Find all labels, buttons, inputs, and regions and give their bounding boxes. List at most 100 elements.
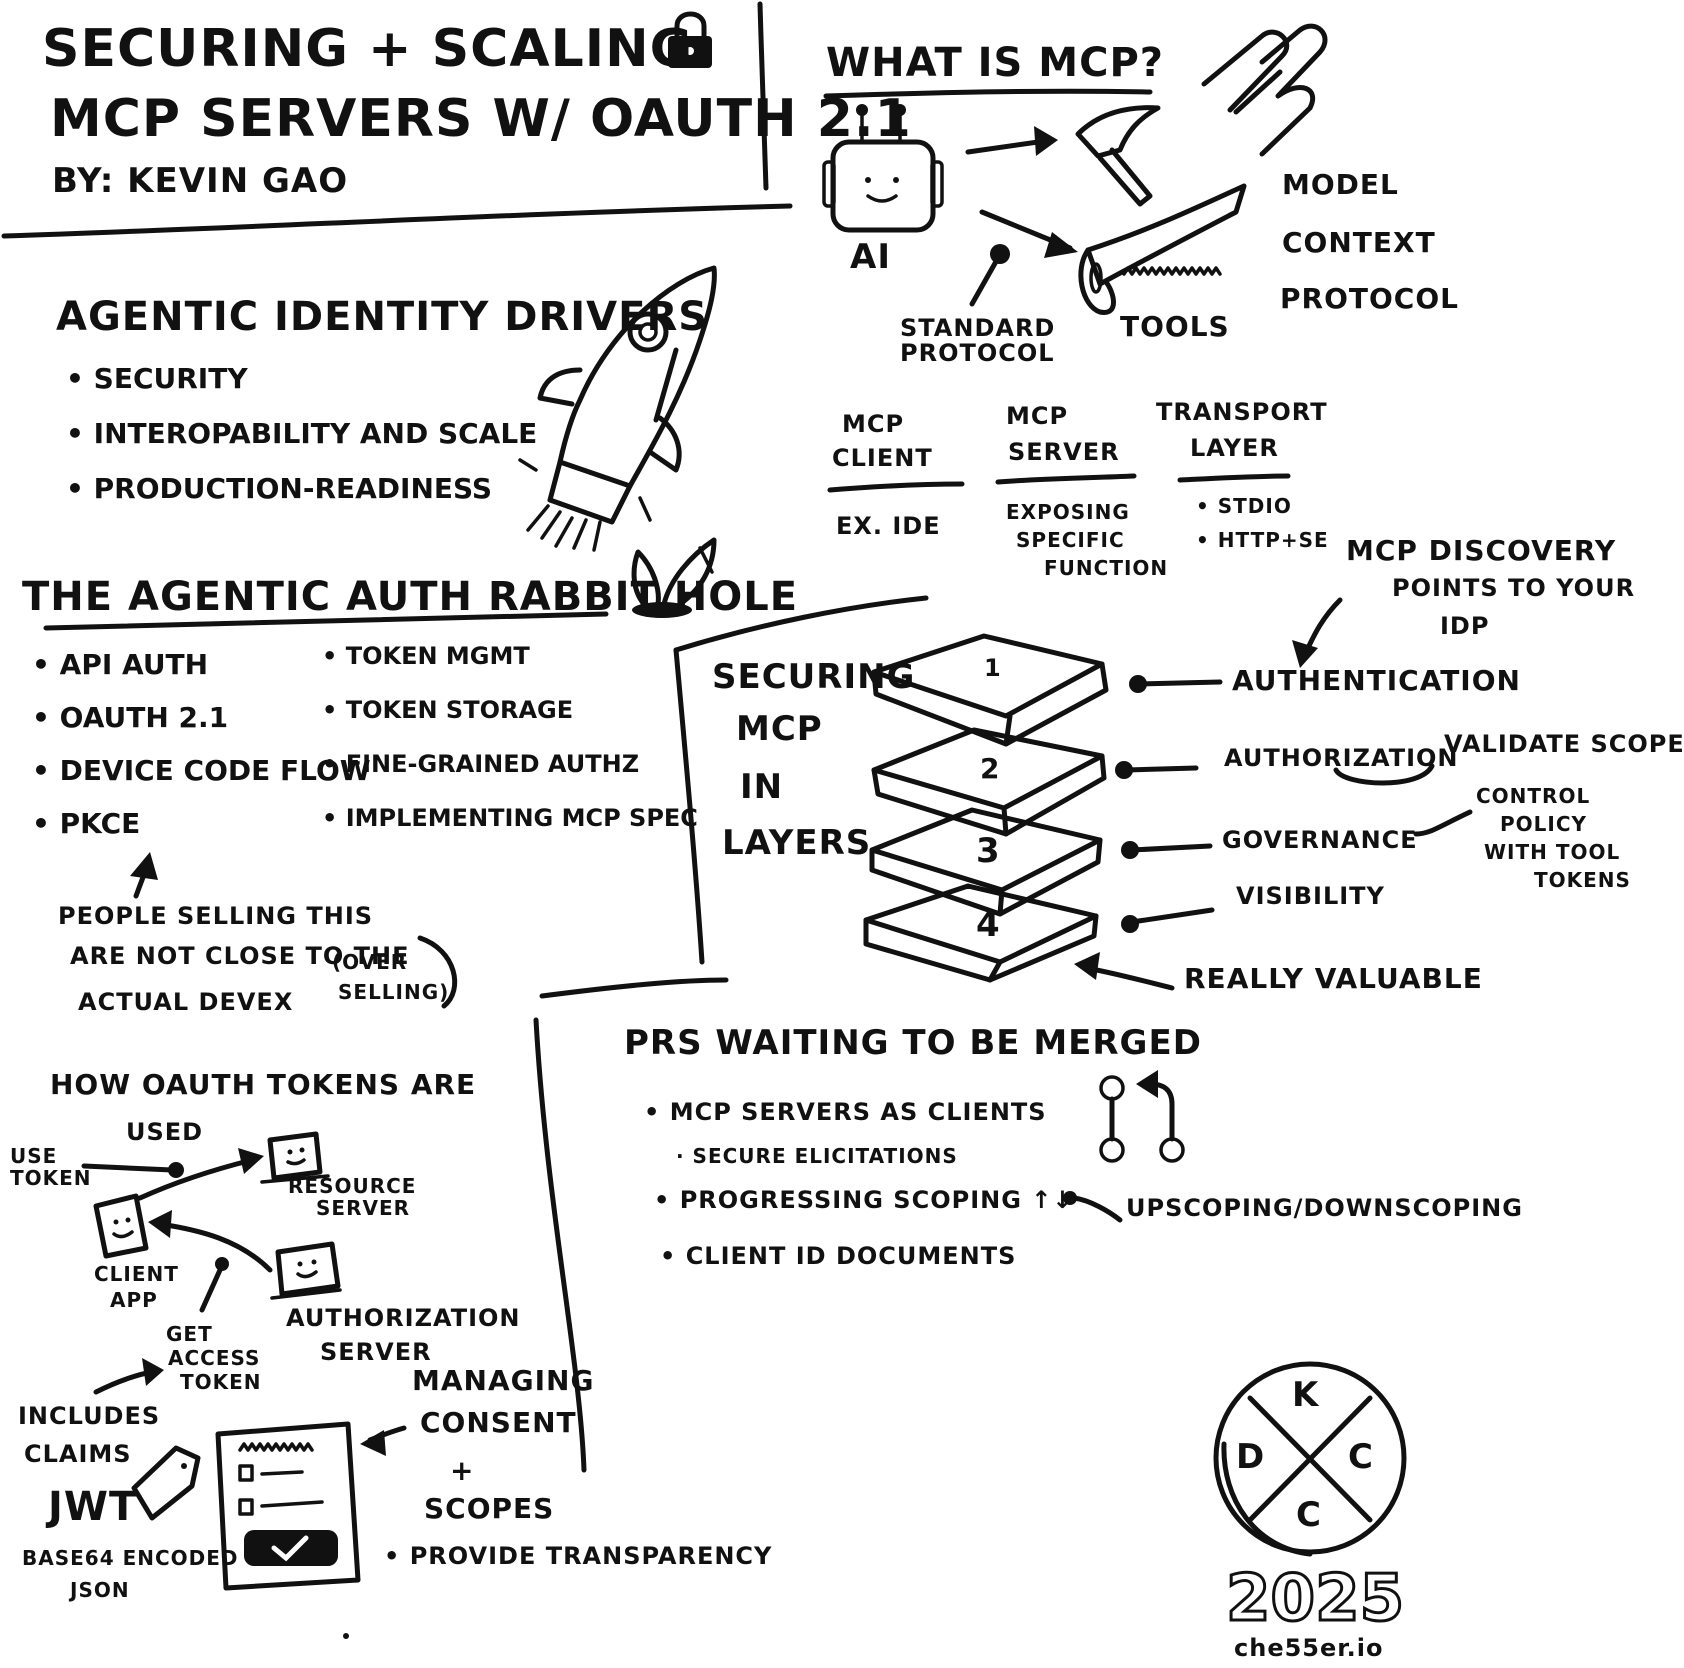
control-policy-connector xyxy=(1413,809,1473,837)
server-column-underline xyxy=(995,473,1137,485)
robot-to-saw-arrow xyxy=(979,209,1078,258)
ai-label: AI xyxy=(850,237,891,277)
discovery-note-3: IdP xyxy=(1440,612,1490,640)
control-policy-4: Tokens xyxy=(1534,868,1631,892)
client-to-resource-arrow xyxy=(137,1148,264,1201)
rabbit-note-line-4: (over xyxy=(332,950,408,974)
transport-title-1: Transport xyxy=(1156,398,1328,426)
title-line-1: Securing + Scaling xyxy=(42,19,694,79)
pr-item-4: • Client ID Documents xyxy=(660,1242,1017,1270)
oauth-heading-2: used xyxy=(126,1118,204,1146)
rabbit-hole-item: Fine-Grained Authz xyxy=(322,750,698,778)
client-app-icon xyxy=(93,1193,149,1259)
transport-title-2: Layer xyxy=(1190,434,1279,462)
pr-item-1: • MCP Servers as Clients xyxy=(644,1098,1047,1126)
pr-item-2: · Secure Elicitations xyxy=(676,1144,958,1168)
control-policy-2: Policy xyxy=(1500,812,1588,836)
badge-site: che55er.io xyxy=(1234,1634,1384,1662)
upscoping-pointer xyxy=(1063,1191,1123,1223)
rabbit-hole-item: Implementing MCP Spec xyxy=(322,804,698,832)
rabbit-hole-left-list: API Auth OAuth 2.1 Device Code Flow PKCE xyxy=(32,648,371,840)
mcp-server-title-1: MCP xyxy=(1006,402,1069,430)
client-app-label-2: App xyxy=(110,1288,158,1312)
control-policy-1: Control xyxy=(1476,784,1591,808)
layer-label-governance: Governance xyxy=(1222,826,1418,854)
drivers-heading: Agentic Identity Drivers xyxy=(56,294,709,340)
get-access-token-3: Token xyxy=(180,1370,262,1394)
model-label: Model xyxy=(1282,168,1399,201)
layer-number-3: 3 xyxy=(976,831,1001,871)
driver-item: Security xyxy=(66,362,537,395)
badge-year: 2025 xyxy=(1224,1562,1405,1636)
badge-letter-right: C xyxy=(1348,1437,1374,1477)
layer-number-2: 2 xyxy=(980,752,1001,785)
oauth-heading-1: How OAuth Tokens are xyxy=(50,1068,477,1101)
jwt-note-1: Base64 Encoded xyxy=(22,1546,239,1570)
rabbit-note-line-2: are not close to the xyxy=(70,942,410,970)
rabbit-hole-item: PKCE xyxy=(32,807,371,840)
driver-item: Production-Readiness xyxy=(66,472,537,505)
byline: By: Kevin Gao xyxy=(52,161,349,201)
header-divider xyxy=(1,203,793,239)
badge-letter-bottom: C xyxy=(1296,1495,1322,1535)
managing-consent-2: Consent xyxy=(420,1406,577,1439)
layer-connector-3 xyxy=(1121,841,1213,859)
layer-number-1: 1 xyxy=(984,654,1002,682)
includes-claims-arrow xyxy=(93,1358,164,1395)
rabbit-hole-item: Token Storage xyxy=(322,696,698,724)
layer-connector-1 xyxy=(1129,675,1223,693)
layers-top-divider xyxy=(673,595,929,653)
rabbit-hole-item: OAuth 2.1 xyxy=(32,701,371,734)
discovery-arrow xyxy=(1292,597,1343,668)
header-vertical-divider xyxy=(757,1,769,191)
layer-label-authorization: Authorization xyxy=(1224,744,1459,772)
managing-consent-4: Scopes xyxy=(424,1492,555,1525)
jwt-tag-icon xyxy=(131,1445,201,1521)
people-selling-arrow xyxy=(130,852,158,899)
mcp-client-title-1: MCP xyxy=(842,410,905,438)
pr-item-3: • Progressing Scoping ↑↓ xyxy=(654,1186,1074,1214)
badge-letter-left: D xyxy=(1236,1437,1266,1477)
transport-detail-1: • STDIO xyxy=(1196,494,1292,518)
drivers-list: Security Interopability and Scale Produc… xyxy=(66,362,538,505)
rabbit-hole-right-list: Token Mgmt Token Storage Fine-Grained Au… xyxy=(322,642,698,832)
bottom-horizontal-divider xyxy=(539,977,729,999)
over-selling-bracket xyxy=(417,935,458,1009)
consent-form-icon xyxy=(215,1421,361,1591)
client-column-underline xyxy=(827,481,965,493)
layers-heading-2: MCP xyxy=(736,709,823,749)
layer-label-visibility: Visibility xyxy=(1236,882,1385,910)
mcp-client-title-2: Client xyxy=(832,444,933,472)
authorization-server-label-1: Authorization xyxy=(286,1304,521,1332)
rabbit-ears-icon xyxy=(631,537,717,618)
layer-stack-icon xyxy=(863,633,1109,983)
layers-heading-1: Securing xyxy=(712,657,916,697)
title-line-2: MCP Servers w/ OAuth 2.1 xyxy=(50,89,912,149)
prs-heading: PRs Waiting to be Merged xyxy=(624,1023,1202,1063)
rabbit-hole-heading: The Agentic Auth Rabbit Hole xyxy=(22,574,799,620)
layer-connector-4 xyxy=(1121,907,1215,933)
tools-label: Tools xyxy=(1120,310,1230,343)
protocol-label: Protocol xyxy=(1280,282,1459,315)
mcp-server-detail-1: Exposing xyxy=(1006,500,1130,524)
validate-scope-connector xyxy=(1333,763,1435,786)
jwt-label: JWT xyxy=(48,1484,138,1530)
rabbit-hole-underline xyxy=(43,611,609,631)
resource-server-label-2: Server xyxy=(316,1196,411,1220)
layers-heading-3: in xyxy=(740,767,784,807)
auth-to-client-arrow xyxy=(148,1210,273,1273)
managing-consent-arrow xyxy=(360,1425,407,1456)
mcp-server-title-2: Server xyxy=(1008,438,1120,466)
get-access-token-1: Get xyxy=(166,1322,213,1346)
mcp-heading-underline xyxy=(823,88,1153,99)
layer-label-authentication: Authentication xyxy=(1232,664,1521,697)
hammer-icon xyxy=(1075,105,1161,207)
conference-badge xyxy=(1213,1361,1407,1557)
mcp-logo-icon xyxy=(1201,23,1328,157)
get-access-token-2: Access xyxy=(168,1346,261,1370)
layer-number-4: 4 xyxy=(976,905,1001,945)
rabbit-hole-item: Token Mgmt xyxy=(322,642,698,670)
transport-column-underline xyxy=(1177,473,1291,483)
stray-dot xyxy=(343,1633,349,1639)
